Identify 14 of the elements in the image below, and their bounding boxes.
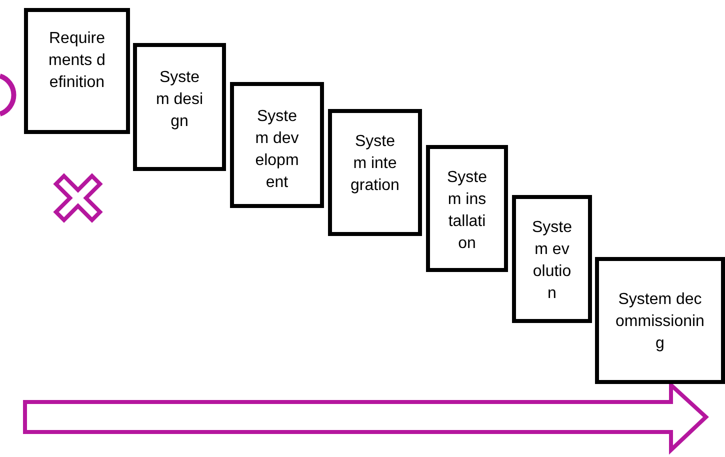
stage-box <box>426 145 508 272</box>
stage-box <box>328 109 422 236</box>
stage-box <box>133 43 226 171</box>
stage-label: System evolution <box>532 218 572 304</box>
stage-label: System design <box>156 68 204 132</box>
stage-label: System decommissioning <box>615 290 705 354</box>
stage-box <box>230 82 324 208</box>
stage-box <box>595 257 725 384</box>
stage-label: System development <box>254 107 300 193</box>
stage-box <box>24 8 130 134</box>
stage-label: Requirements definition <box>48 29 106 93</box>
stage-label: System installation <box>447 168 487 254</box>
stage-label: System integration <box>350 132 400 196</box>
stage-box <box>512 195 592 323</box>
